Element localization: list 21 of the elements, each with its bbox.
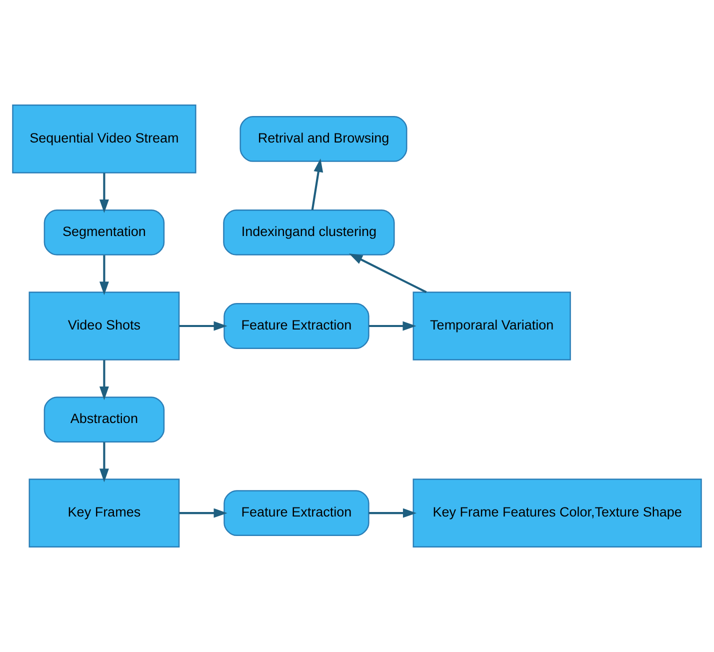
node-box: Feature Extraction — [224, 303, 370, 349]
arrow — [99, 442, 109, 482]
arrow — [99, 173, 109, 214]
arrow — [349, 254, 427, 294]
node-box: Indexingand clustering — [223, 210, 395, 256]
node-box: Segmentation — [44, 210, 165, 256]
node-box: Key Frames — [28, 478, 180, 548]
node-box: Feature Extraction — [224, 490, 370, 536]
arrow — [368, 508, 416, 518]
node-box: Sequential Video Stream — [12, 104, 196, 174]
arrow — [99, 360, 109, 400]
node-box: Abstraction — [44, 396, 165, 442]
node-box: Retrival and Browsing — [240, 116, 408, 162]
arrow — [99, 255, 109, 296]
arrow — [368, 321, 416, 331]
arrow — [311, 158, 324, 210]
arrow — [179, 508, 228, 518]
arrow — [179, 321, 228, 331]
node-box: Temporaral Variation — [412, 292, 571, 360]
node-box: Video Shots — [28, 292, 180, 360]
node-box: Key Frame Features Color,Texture Shape — [412, 478, 702, 548]
